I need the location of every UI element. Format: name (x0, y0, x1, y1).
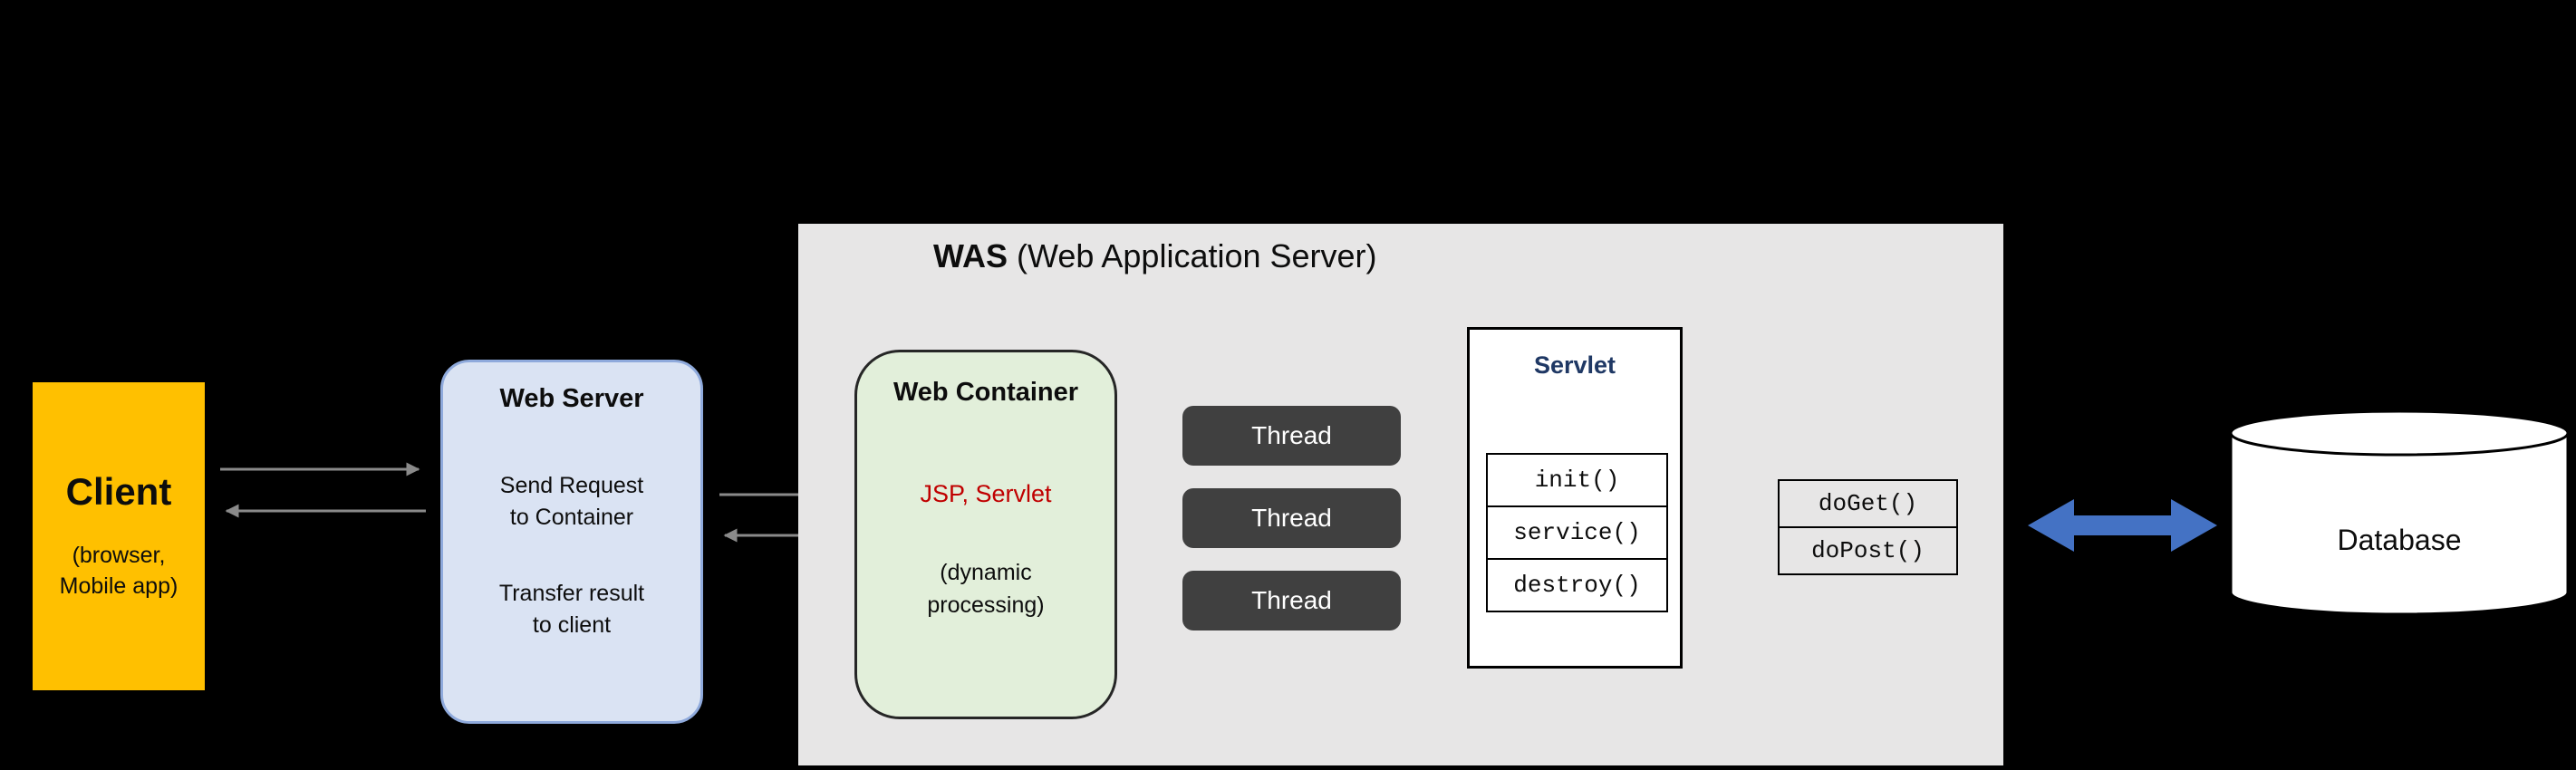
web-server-title: Web Server (499, 384, 644, 413)
web-server-box: Web Server Send Request to Container Tra… (440, 360, 703, 724)
dopost-box: doPost() (1778, 526, 1958, 575)
database-double-arrow (2028, 499, 2217, 552)
servlet-title: Servlet (1533, 351, 1616, 379)
servlet-method-destroy: destroy() (1486, 558, 1668, 612)
client-box: Client (browser, Mobile app) (33, 382, 205, 690)
was-title-acronym: WAS (933, 237, 1008, 274)
database-label: Database (2337, 524, 2462, 556)
web-container-tech: JSP, Servlet (920, 480, 1052, 507)
database: Database (2227, 409, 2571, 618)
thread-label: Thread (1251, 586, 1332, 614)
servlet-method-init: init() (1486, 453, 1668, 507)
doget-box: doGet() (1778, 479, 1958, 528)
web-container-box: Web Container JSP, Servlet (dynamic proc… (854, 350, 1117, 719)
thread-box-3: Thread (1182, 571, 1401, 630)
servlet-box: Servlet init() service() destroy() (1467, 327, 1683, 669)
servlet-method-table: init() service() destroy() (1486, 453, 1668, 612)
thread-box-2: Thread (1182, 488, 1401, 548)
web-server-note-request: Send Request to Container (499, 473, 644, 530)
thread-label: Thread (1251, 421, 1332, 449)
was-title-expansion: (Web Application Server) (1008, 237, 1377, 274)
thread-box-1: Thread (1182, 406, 1401, 466)
servlet-method-service: service() (1486, 505, 1668, 560)
was-title: WAS (Web Application Server) (933, 237, 1377, 275)
client-subtitle: (browser, Mobile app) (59, 543, 178, 599)
client-title: Client (65, 470, 172, 514)
web-container-title: Web Container (892, 378, 1079, 407)
web-container-note: (dynamic processing) (927, 560, 1045, 618)
database-cylinder-icon (2229, 409, 2570, 616)
thread-label: Thread (1251, 504, 1332, 532)
web-server-note-transfer: Transfer result to client (498, 581, 645, 638)
